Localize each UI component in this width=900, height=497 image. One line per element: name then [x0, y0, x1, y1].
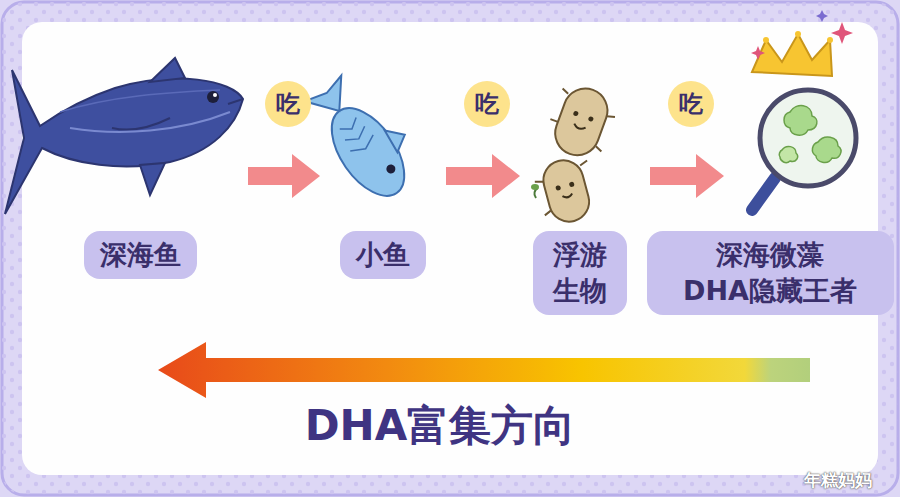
edge-label: 吃: [475, 88, 499, 120]
eat-badge: 吃: [668, 81, 714, 127]
node-label: 小鱼: [356, 237, 410, 273]
node-label: 浮游 生物: [549, 237, 611, 310]
diagram-node: 深海鱼: [40, 60, 246, 330]
node-label: 深海鱼: [100, 237, 181, 273]
diagram-node: 小鱼: [322, 60, 444, 330]
eat-arrow: [248, 154, 320, 198]
label-pill: 深海鱼: [84, 231, 197, 279]
small-fish: [301, 65, 429, 208]
enrichment-arrow: [158, 342, 810, 398]
label-pill: 小鱼: [340, 231, 426, 279]
eat-badge: 吃: [464, 81, 510, 127]
deep-sea-fish: [5, 58, 243, 214]
eat-badge: 吃: [265, 81, 311, 127]
diagram-node: 深海微藻 DHA隐藏王者: [726, 60, 895, 330]
label-pill: 深海微藻 DHA隐藏王者: [647, 231, 894, 316]
plankton: [531, 80, 621, 228]
eat-arrow: [650, 154, 724, 198]
edge-label: 吃: [276, 88, 300, 120]
direction-caption: DHA富集方向: [305, 398, 576, 454]
diagram-node: 浮游 生物: [522, 60, 648, 330]
magnifier: [751, 10, 856, 210]
eat-arrow: [446, 154, 520, 198]
node-label: 深海微藻 DHA隐藏王者: [663, 237, 878, 310]
label-pill: 浮游 生物: [533, 231, 627, 316]
watermark: 年糕妈妈: [804, 469, 872, 492]
edge-label: 吃: [679, 88, 703, 120]
